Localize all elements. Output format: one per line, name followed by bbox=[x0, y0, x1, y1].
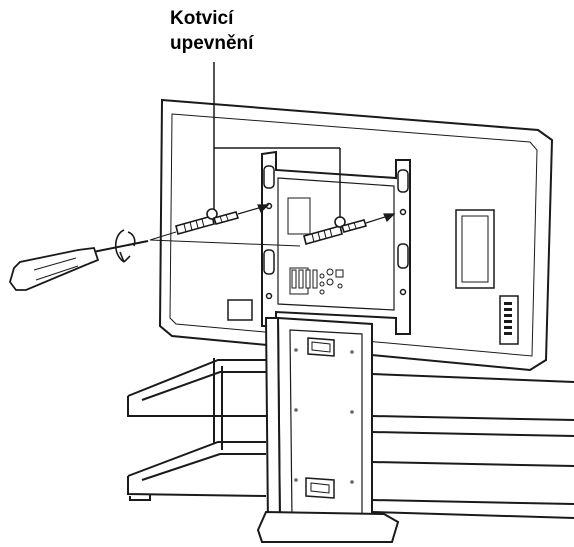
anchor-bolt-left bbox=[175, 208, 240, 235]
stand-shelves bbox=[127, 358, 574, 519]
mounting-bracket bbox=[261, 150, 411, 335]
bracket-holes bbox=[263, 165, 409, 300]
guide-lines bbox=[149, 231, 301, 247]
callout-label-line-1: Kotvicí bbox=[170, 8, 234, 29]
callout-leaders bbox=[213, 62, 341, 218]
stand-column bbox=[264, 316, 373, 532]
callout-label: Kotvicí upevnění bbox=[170, 6, 253, 56]
rotate-arrow-icon bbox=[114, 229, 136, 263]
tv-side-panels bbox=[227, 209, 519, 345]
callout-label-line-2: upevnění bbox=[170, 33, 254, 54]
insertion-arrows bbox=[237, 204, 396, 224]
screwdriver-icon bbox=[9, 240, 149, 291]
connector-panel bbox=[291, 268, 344, 295]
stand-base bbox=[256, 510, 400, 543]
cable-clips bbox=[305, 337, 335, 499]
